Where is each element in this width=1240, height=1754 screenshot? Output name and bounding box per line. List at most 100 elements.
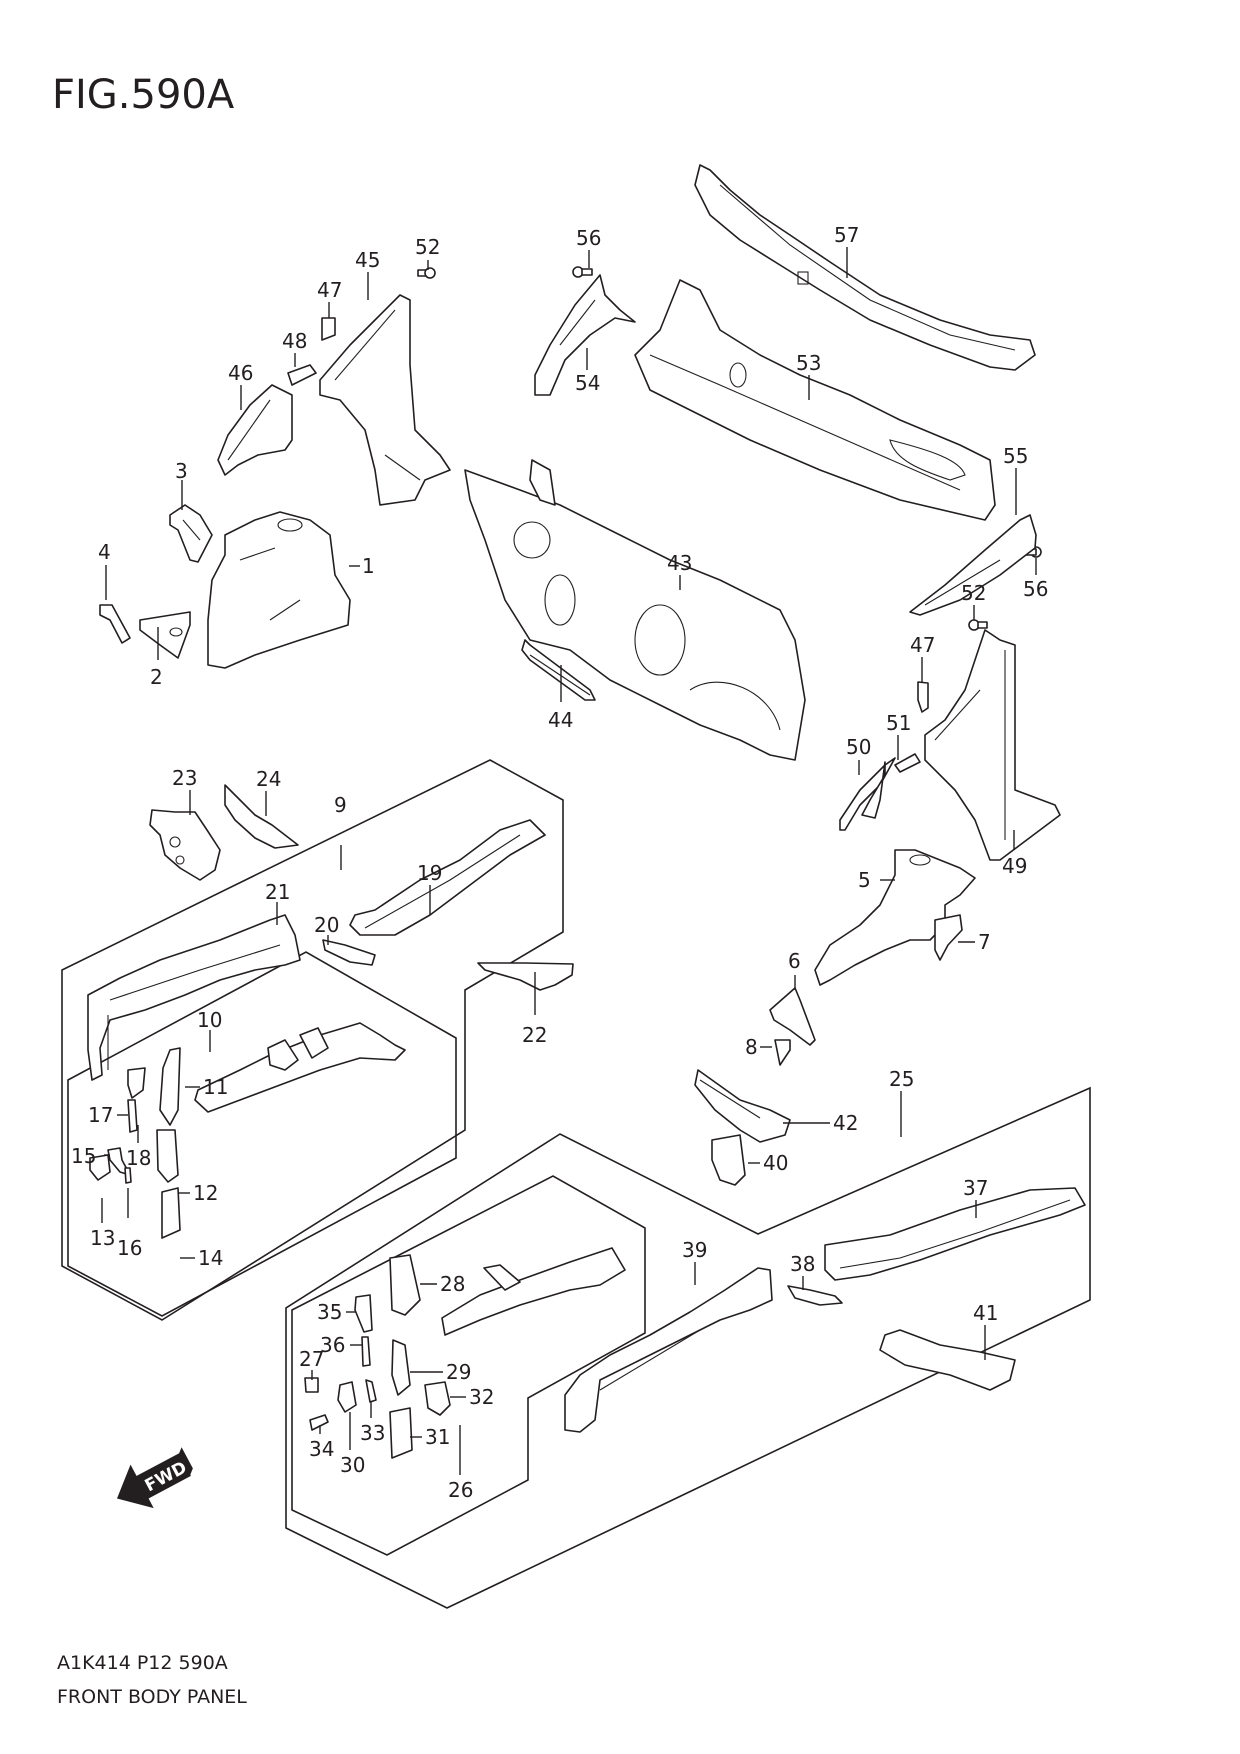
- callout-55[interactable]: 55: [1003, 444, 1028, 468]
- part-5[interactable]: [814, 849, 976, 986]
- part-27[interactable]: [304, 1377, 319, 1393]
- part-33[interactable]: [365, 1379, 377, 1403]
- part-12[interactable]: [156, 1129, 179, 1183]
- part-10-rail[interactable]: [194, 1022, 406, 1113]
- callout-35[interactable]: 35: [317, 1300, 342, 1324]
- callout-9[interactable]: 9: [334, 793, 347, 817]
- callout-5[interactable]: 5: [858, 868, 871, 892]
- part-3[interactable]: [169, 504, 213, 563]
- part-39[interactable]: [564, 1267, 773, 1433]
- callout-14[interactable]: 14: [198, 1246, 223, 1270]
- callout-30[interactable]: 30: [340, 1453, 365, 1477]
- part-49[interactable]: [924, 629, 1061, 861]
- callout-50[interactable]: 50: [846, 735, 871, 759]
- part-20[interactable]: [322, 939, 376, 966]
- callout-42[interactable]: 42: [833, 1111, 858, 1135]
- callout-23[interactable]: 23: [172, 766, 197, 790]
- callout-32[interactable]: 32: [469, 1385, 494, 1409]
- part-46[interactable]: [217, 384, 293, 476]
- callout-28[interactable]: 28: [440, 1272, 465, 1296]
- callout-4[interactable]: 4: [98, 540, 111, 564]
- part-54[interactable]: [534, 274, 636, 396]
- part-36[interactable]: [361, 1336, 371, 1367]
- callout-29[interactable]: 29: [446, 1360, 471, 1384]
- part-38[interactable]: [787, 1285, 843, 1306]
- callout-16[interactable]: 16: [117, 1236, 142, 1260]
- callout-43[interactable]: 43: [667, 551, 692, 575]
- part-32[interactable]: [424, 1381, 451, 1416]
- part-55[interactable]: [909, 514, 1037, 616]
- callout-8[interactable]: 8: [745, 1035, 758, 1059]
- part-53[interactable]: [634, 279, 996, 521]
- callout-39[interactable]: 39: [682, 1238, 707, 1262]
- callout-51[interactable]: 51: [886, 711, 911, 735]
- callout-26[interactable]: 26: [448, 1478, 473, 1502]
- part-31[interactable]: [389, 1407, 413, 1459]
- callout-53[interactable]: 53: [796, 351, 821, 375]
- callout-38[interactable]: 38: [790, 1252, 815, 1276]
- callout-47b[interactable]: 47: [910, 633, 935, 657]
- callout-24[interactable]: 24: [256, 767, 281, 791]
- callout-34[interactable]: 34: [309, 1437, 334, 1461]
- part-11[interactable]: [159, 1047, 181, 1126]
- callout-37[interactable]: 37: [963, 1176, 988, 1200]
- part-24[interactable]: [224, 784, 299, 849]
- callout-46[interactable]: 46: [228, 361, 253, 385]
- callout-6[interactable]: 6: [788, 949, 801, 973]
- callout-18[interactable]: 18: [126, 1146, 151, 1170]
- callout-48[interactable]: 48: [282, 329, 307, 353]
- callout-52b[interactable]: 52: [961, 581, 986, 605]
- part-44[interactable]: [521, 639, 596, 701]
- callout-40[interactable]: 40: [763, 1151, 788, 1175]
- callout-19[interactable]: 19: [417, 861, 442, 885]
- part-51[interactable]: [894, 753, 921, 773]
- callout-49[interactable]: 49: [1002, 854, 1027, 878]
- part-47b[interactable]: [917, 681, 929, 713]
- part-6[interactable]: [769, 987, 816, 1046]
- callout-11[interactable]: 11: [203, 1075, 228, 1099]
- part-47a[interactable]: [321, 317, 336, 341]
- part-16[interactable]: [124, 1167, 132, 1184]
- part-1[interactable]: [207, 511, 351, 669]
- part-29[interactable]: [391, 1339, 411, 1396]
- part-7[interactable]: [934, 914, 963, 961]
- part-48[interactable]: [287, 364, 317, 386]
- callout-17[interactable]: 17: [88, 1103, 113, 1127]
- callout-36[interactable]: 36: [320, 1333, 345, 1357]
- callout-57[interactable]: 57: [834, 223, 859, 247]
- part-23[interactable]: [149, 809, 221, 881]
- callout-56a[interactable]: 56: [576, 226, 601, 250]
- callout-20[interactable]: 20: [314, 913, 339, 937]
- part-19[interactable]: [349, 819, 546, 936]
- callout-15[interactable]: 15: [71, 1144, 96, 1168]
- part-42[interactable]: [694, 1069, 791, 1143]
- part-26-rail[interactable]: [441, 1247, 626, 1336]
- part-22[interactable]: [477, 962, 574, 991]
- part-50[interactable]: [839, 757, 896, 831]
- callout-13[interactable]: 13: [90, 1226, 115, 1250]
- callout-56b[interactable]: 56: [1023, 577, 1048, 601]
- callout-25[interactable]: 25: [889, 1067, 914, 1091]
- callout-3[interactable]: 3: [175, 459, 188, 483]
- part-45[interactable]: [319, 294, 451, 506]
- callout-45[interactable]: 45: [355, 248, 380, 272]
- part-17[interactable]: [127, 1067, 146, 1099]
- bolt-56a[interactable]: [572, 266, 593, 278]
- callout-47a[interactable]: 47: [317, 278, 342, 302]
- part-37[interactable]: [824, 1187, 1086, 1281]
- part-40[interactable]: [711, 1134, 746, 1186]
- part-8[interactable]: [774, 1039, 791, 1066]
- part-21[interactable]: [87, 914, 301, 1081]
- bolt-52a[interactable]: [417, 267, 436, 279]
- callout-27[interactable]: 27: [299, 1347, 324, 1371]
- part-4[interactable]: [99, 604, 131, 644]
- bolt-52b[interactable]: [968, 619, 988, 631]
- callout-52a[interactable]: 52: [415, 235, 440, 259]
- callout-2[interactable]: 2: [150, 665, 163, 689]
- part-14[interactable]: [161, 1187, 181, 1239]
- part-18[interactable]: [127, 1099, 138, 1133]
- part-35[interactable]: [354, 1294, 373, 1333]
- part-34[interactable]: [309, 1414, 329, 1431]
- part-28[interactable]: [389, 1254, 421, 1316]
- part-30[interactable]: [337, 1381, 357, 1413]
